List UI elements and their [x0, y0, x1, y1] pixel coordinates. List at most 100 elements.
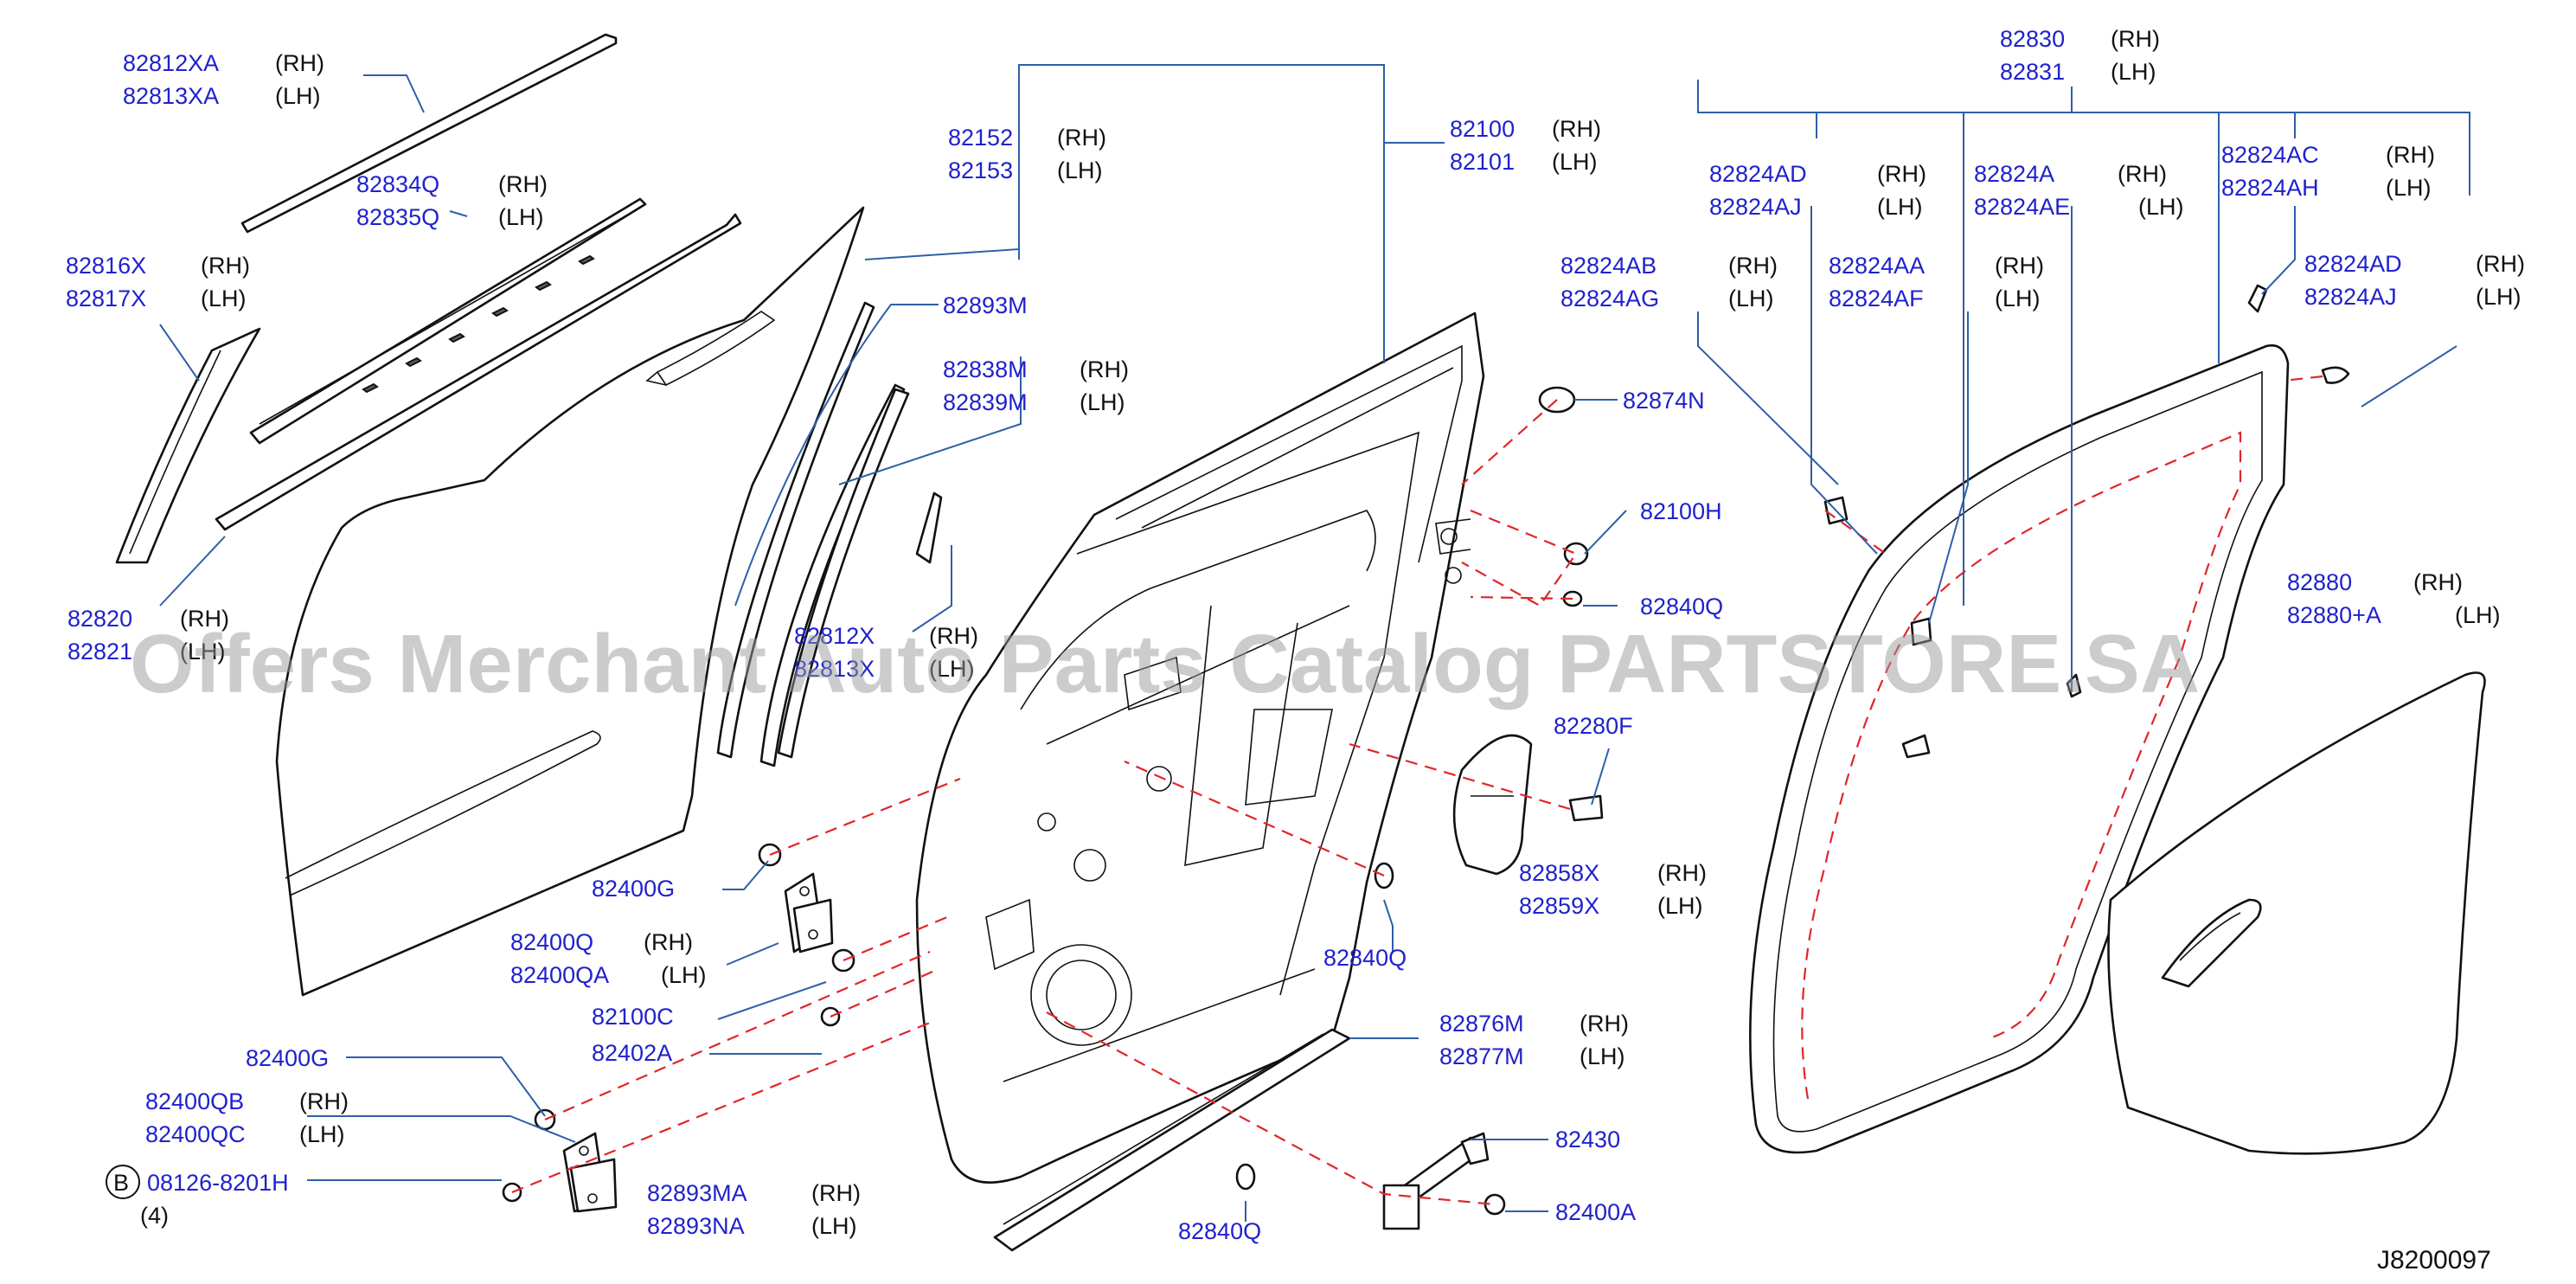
side-label: (LH)	[1080, 389, 1125, 415]
callout-82858X: 82858X 82859X (RH) (LH)	[1519, 860, 1707, 919]
sash-tape	[115, 327, 261, 564]
part-number: 82280F	[1554, 713, 1633, 739]
side-label: (LH)	[180, 639, 226, 664]
part-number: 82816X	[66, 253, 146, 279]
part-number: 82874N	[1623, 388, 1705, 414]
side-label: (RH)	[1877, 161, 1926, 187]
part-number: 82859X	[1519, 893, 1599, 919]
part-number: 82400A	[1555, 1199, 1636, 1225]
clips	[1823, 284, 2350, 759]
side-label: (LH)	[1728, 286, 1774, 311]
part-number: 82824AF	[1829, 286, 1924, 311]
part-number: 82838M	[943, 356, 1028, 382]
side-label: (RH)	[2413, 569, 2463, 595]
callout-82400G-b: 82400G	[246, 1045, 329, 1071]
part-number: 82402A	[592, 1040, 672, 1066]
part-number: 82400QA	[510, 962, 609, 988]
side-label: (LH)	[1995, 286, 2041, 311]
part-number: 82100H	[1640, 498, 1722, 524]
callout-82893MA: 82893MA 82893NA (RH) (LH)	[647, 1180, 861, 1239]
inner-weatherstrip	[215, 213, 742, 531]
side-label: (LH)	[1877, 194, 1923, 220]
part-number: 82400G	[246, 1045, 329, 1071]
callout-82152: 82152 82153 (RH) (LH)	[948, 125, 1106, 183]
callout-82100: 82100 82101 (RH) (LH)	[1450, 116, 1601, 175]
sash-seal	[777, 388, 910, 759]
part-number: 82824AE	[1974, 194, 2070, 220]
side-label: (LH)	[1657, 893, 1703, 919]
callout-82840Q-b: 82840Q	[1323, 945, 1407, 971]
part-number: 82101	[1450, 149, 1515, 175]
part-number: 82100C	[592, 1004, 674, 1030]
part-number: 82812X	[794, 623, 875, 649]
callout-82876M: 82876M 82877M (RH) (LH)	[1439, 1011, 1629, 1069]
side-label: (RH)	[1057, 125, 1106, 151]
door-trim-panel	[2107, 671, 2486, 1155]
callout-82100H: 82100H	[1640, 498, 1722, 524]
callout-82824AA: 82824AA 82824AF (RH) (LH)	[1829, 253, 2044, 311]
part-number: 82824AD	[1709, 161, 1807, 187]
part-number: 82824AJ	[1709, 194, 1802, 220]
assembly-lines	[511, 375, 2323, 1206]
callout-82430: 82430	[1555, 1127, 1620, 1152]
part-number: 82824AH	[2221, 175, 2319, 201]
side-label: (RH)	[1580, 1011, 1629, 1037]
door-shell	[915, 311, 1485, 1184]
part-number: 82834Q	[356, 171, 439, 197]
side-label: (LH)	[1552, 149, 1598, 175]
side-label: (LH)	[2476, 284, 2522, 310]
part-number: 82824AA	[1829, 253, 1925, 279]
side-label: (LH)	[498, 204, 544, 230]
side-label: (LH)	[811, 1213, 857, 1239]
side-label: (LH)	[2138, 194, 2184, 220]
part-number: 82824AB	[1560, 253, 1656, 279]
part-number: 82824AJ	[2304, 284, 2397, 310]
callout-82280F: 82280F	[1554, 713, 1633, 739]
callout-82880: 82880 82880+A (RH) (LH)	[2287, 569, 2501, 628]
part-number: 08126-8201H	[147, 1170, 289, 1196]
side-label: (RH)	[2118, 161, 2167, 187]
side-label: (LH)	[2455, 602, 2501, 628]
door-sash-molding	[716, 301, 943, 767]
side-label: (LH)	[661, 962, 707, 988]
upper-hinge	[784, 872, 834, 953]
part-number: 82830	[2000, 26, 2065, 52]
callout-82840Q-a: 82840Q	[1640, 594, 1723, 620]
part-number: 82835Q	[356, 204, 439, 230]
callout-82893M: 82893M	[943, 292, 1028, 318]
callout-82840Q-c: 82840Q	[1178, 1218, 1261, 1244]
callout-08126-8201H: B 08126-8201H (4)	[106, 1165, 289, 1229]
part-number: 82813X	[794, 656, 875, 682]
part-number: 82840Q	[1323, 945, 1407, 971]
speaker-bracket	[1452, 734, 1533, 876]
part-number: 82880	[2287, 569, 2352, 595]
callout-82824A: 82824A 82824AE (RH) (LH)	[1974, 161, 2184, 220]
callout-82874N: 82874N	[1623, 388, 1705, 414]
callout-82824AB: 82824AB 82824AG (RH) (LH)	[1560, 253, 1778, 311]
callout-82100C: 82100C	[592, 1004, 674, 1030]
part-number: 82812XA	[123, 50, 219, 76]
lower-hinge	[562, 1132, 618, 1213]
callout-82824AD-b: 82824AD 82824AJ (RH) (LH)	[2304, 251, 2525, 310]
side-label: (LH)	[201, 286, 247, 311]
side-label: (RH)	[201, 253, 250, 279]
callout-82812X: 82812X 82813X (RH) (LH)	[794, 623, 978, 682]
callout-82812XA: 82812XA 82813XA (RH) (LH)	[123, 50, 324, 109]
part-number: 82400Q	[510, 929, 593, 955]
side-label: (LH)	[275, 83, 321, 109]
part-number: 82824AG	[1560, 286, 1659, 311]
watermark: Offers Merchant Auto Parts Catalog PARTS…	[130, 618, 2200, 710]
part-number: 82876M	[1439, 1011, 1524, 1037]
part-number: 82430	[1555, 1127, 1620, 1152]
part-number: 82893MA	[647, 1180, 747, 1206]
part-number: 82839M	[943, 389, 1028, 415]
callout-82824AC: 82824AC 82824AH (RH) (LH)	[2221, 142, 2435, 201]
quantity-label: (4)	[140, 1203, 169, 1229]
outer-door-panel	[275, 206, 865, 997]
side-label: (RH)	[1995, 253, 2044, 279]
part-number: 82858X	[1519, 860, 1599, 886]
callout-82400Q: 82400Q 82400QA (RH) (LH)	[510, 929, 707, 988]
side-label: (RH)	[180, 606, 229, 632]
side-label: (RH)	[2111, 26, 2160, 52]
